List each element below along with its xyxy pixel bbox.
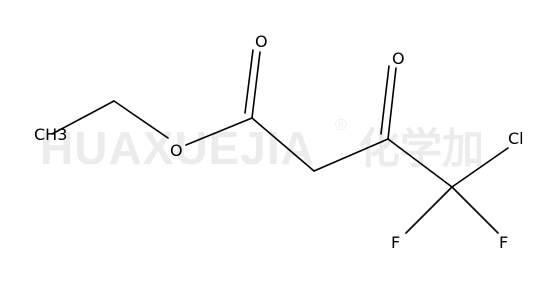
atom-o-carbonyl-2: O	[392, 49, 405, 68]
bond-c1-o-double-a	[251, 51, 261, 119]
atom-f-2: F	[499, 233, 508, 252]
bond-c4-f2	[451, 186, 499, 234]
bond-c2-c3	[313, 138, 389, 172]
bond-c4-f1	[405, 186, 453, 234]
bonds	[51, 49, 509, 234]
watermark: HUAXUEJIA ® 化学加	[40, 117, 484, 174]
bond-c3-c4	[387, 138, 453, 188]
atom-o-carbonyl-1: O	[255, 32, 268, 51]
watermark-brand: HUAXUEJIA	[40, 122, 315, 174]
atom-o-ester: O	[170, 141, 183, 160]
atom-ch3: CH3	[34, 125, 67, 144]
atom-cl: Cl	[508, 129, 524, 148]
atom-labels: CH3 O O O Cl F F	[34, 32, 524, 252]
bond-c3-o-double-b	[380, 65, 390, 135]
bond-c1-o-double-b	[244, 49, 254, 114]
bond-ch3-ch2	[51, 100, 115, 135]
atom-f-1: F	[391, 233, 400, 252]
watermark-registered-mark: ®	[335, 117, 347, 134]
bond-c1-c2	[251, 117, 315, 172]
bond-c4-cl	[451, 147, 509, 188]
watermark-chinese: 化学加	[358, 124, 484, 173]
bond-o-c1	[185, 117, 253, 146]
bond-c3-o-double-a	[387, 67, 397, 140]
bond-ch2-o	[113, 100, 169, 139]
